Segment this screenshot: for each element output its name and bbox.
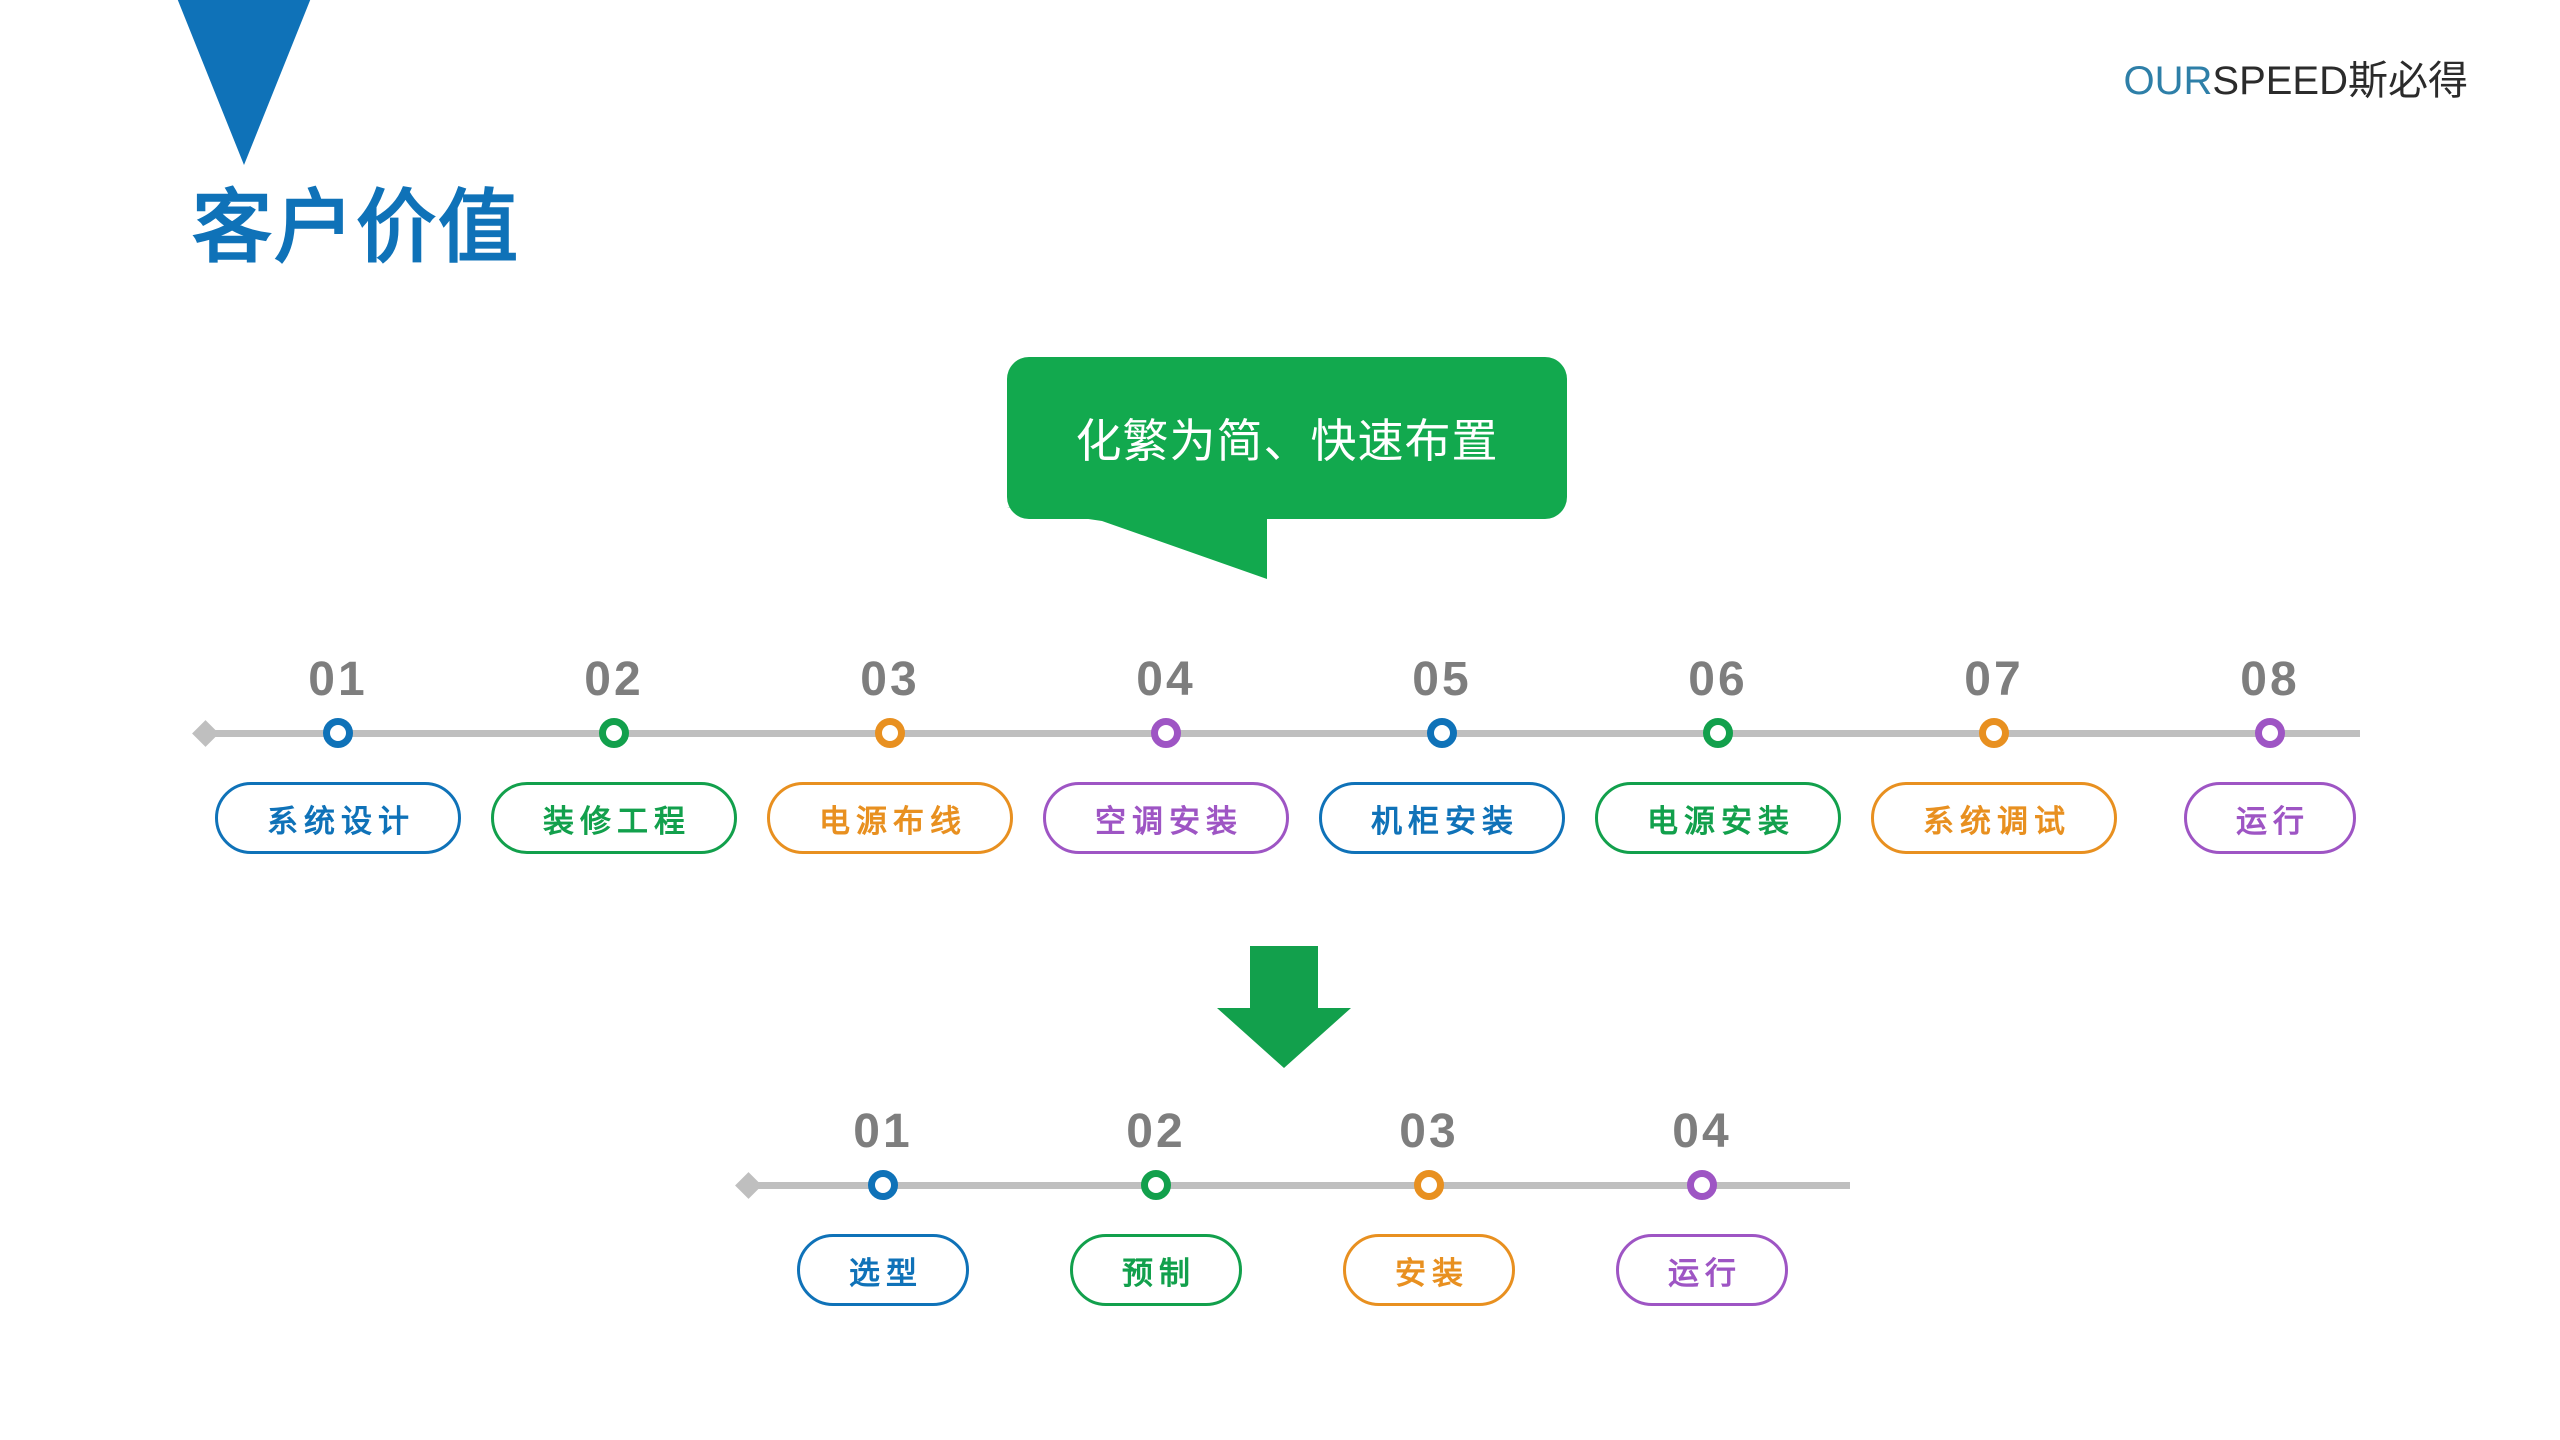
timeline-step-number: 01 [308, 653, 368, 706]
timeline-step-dot-icon[interactable] [1151, 718, 1181, 748]
timeline-step-number: 05 [1412, 653, 1472, 706]
timeline-step-number: 02 [1126, 1105, 1186, 1158]
timeline-step-number: 02 [584, 653, 644, 706]
timeline-step-number: 01 [853, 1105, 913, 1158]
callout-text: 化繁为简、快速布置 [1075, 415, 1499, 467]
timeline-step-dot-icon[interactable] [323, 718, 353, 748]
timeline-step-dot-icon[interactable] [1979, 718, 2009, 748]
timeline-step-number: 07 [1964, 653, 2024, 706]
timeline-before-axis [205, 730, 2360, 737]
timeline-step-number: 03 [860, 653, 920, 706]
timeline-step-dot-icon[interactable] [875, 718, 905, 748]
timeline-step-pill[interactable]: 装修工程 [491, 782, 737, 854]
brand-logo: OURSPEED斯必得 [2124, 48, 2469, 106]
timeline-step-pill[interactable]: 安装 [1343, 1234, 1515, 1306]
timeline-step-number: 04 [1672, 1105, 1732, 1158]
timeline-step-dot-icon[interactable] [1703, 718, 1733, 748]
timeline-step-pill[interactable]: 空调安装 [1043, 782, 1289, 854]
timeline-step-pill[interactable]: 机柜安装 [1319, 782, 1565, 854]
timeline-step-dot-icon[interactable] [2255, 718, 2285, 748]
timeline-step-pill[interactable]: 电源布线 [767, 782, 1013, 854]
timeline-step-number: 03 [1399, 1105, 1459, 1158]
callout-bubble: 化繁为简、快速布置 [1007, 357, 1567, 579]
timeline-step-pill[interactable]: 预制 [1070, 1234, 1242, 1306]
timeline-step-dot-icon[interactable] [1687, 1170, 1717, 1200]
timeline-step-dot-icon[interactable] [1141, 1170, 1171, 1200]
logo-our-text: OUR [2123, 59, 2213, 103]
timeline-step-number: 08 [2240, 653, 2300, 706]
timeline-step-pill[interactable]: 运行 [1616, 1234, 1788, 1306]
callout-bubble-tail-icon [1007, 507, 1267, 579]
timeline-step-pill[interactable]: 电源安装 [1595, 782, 1841, 854]
timeline-step-dot-icon[interactable] [1414, 1170, 1444, 1200]
triangle-down-icon [177, 0, 311, 165]
timeline-step-number: 06 [1688, 653, 1748, 706]
page-title: 客户价值 [192, 183, 520, 272]
timeline-step-pill[interactable]: 系统调试 [1871, 782, 2117, 854]
callout-bubble-body [1007, 357, 1567, 519]
timeline-after-axis [748, 1182, 1850, 1189]
arrow-down-icon [1217, 946, 1351, 1068]
timeline-step-dot-icon[interactable] [868, 1170, 898, 1200]
timeline-step-dot-icon[interactable] [599, 718, 629, 748]
timeline-step-pill[interactable]: 选型 [797, 1234, 969, 1306]
timeline-step-pill[interactable]: 运行 [2184, 782, 2356, 854]
timeline-after-start-cap-icon [735, 1172, 762, 1199]
timeline-step-dot-icon[interactable] [1427, 718, 1457, 748]
timeline-step-number: 04 [1136, 653, 1196, 706]
timeline-before-start-cap-icon [192, 720, 219, 747]
logo-speed-text: SPEED斯必得 [2212, 59, 2468, 103]
timeline-step-pill[interactable]: 系统设计 [215, 782, 461, 854]
